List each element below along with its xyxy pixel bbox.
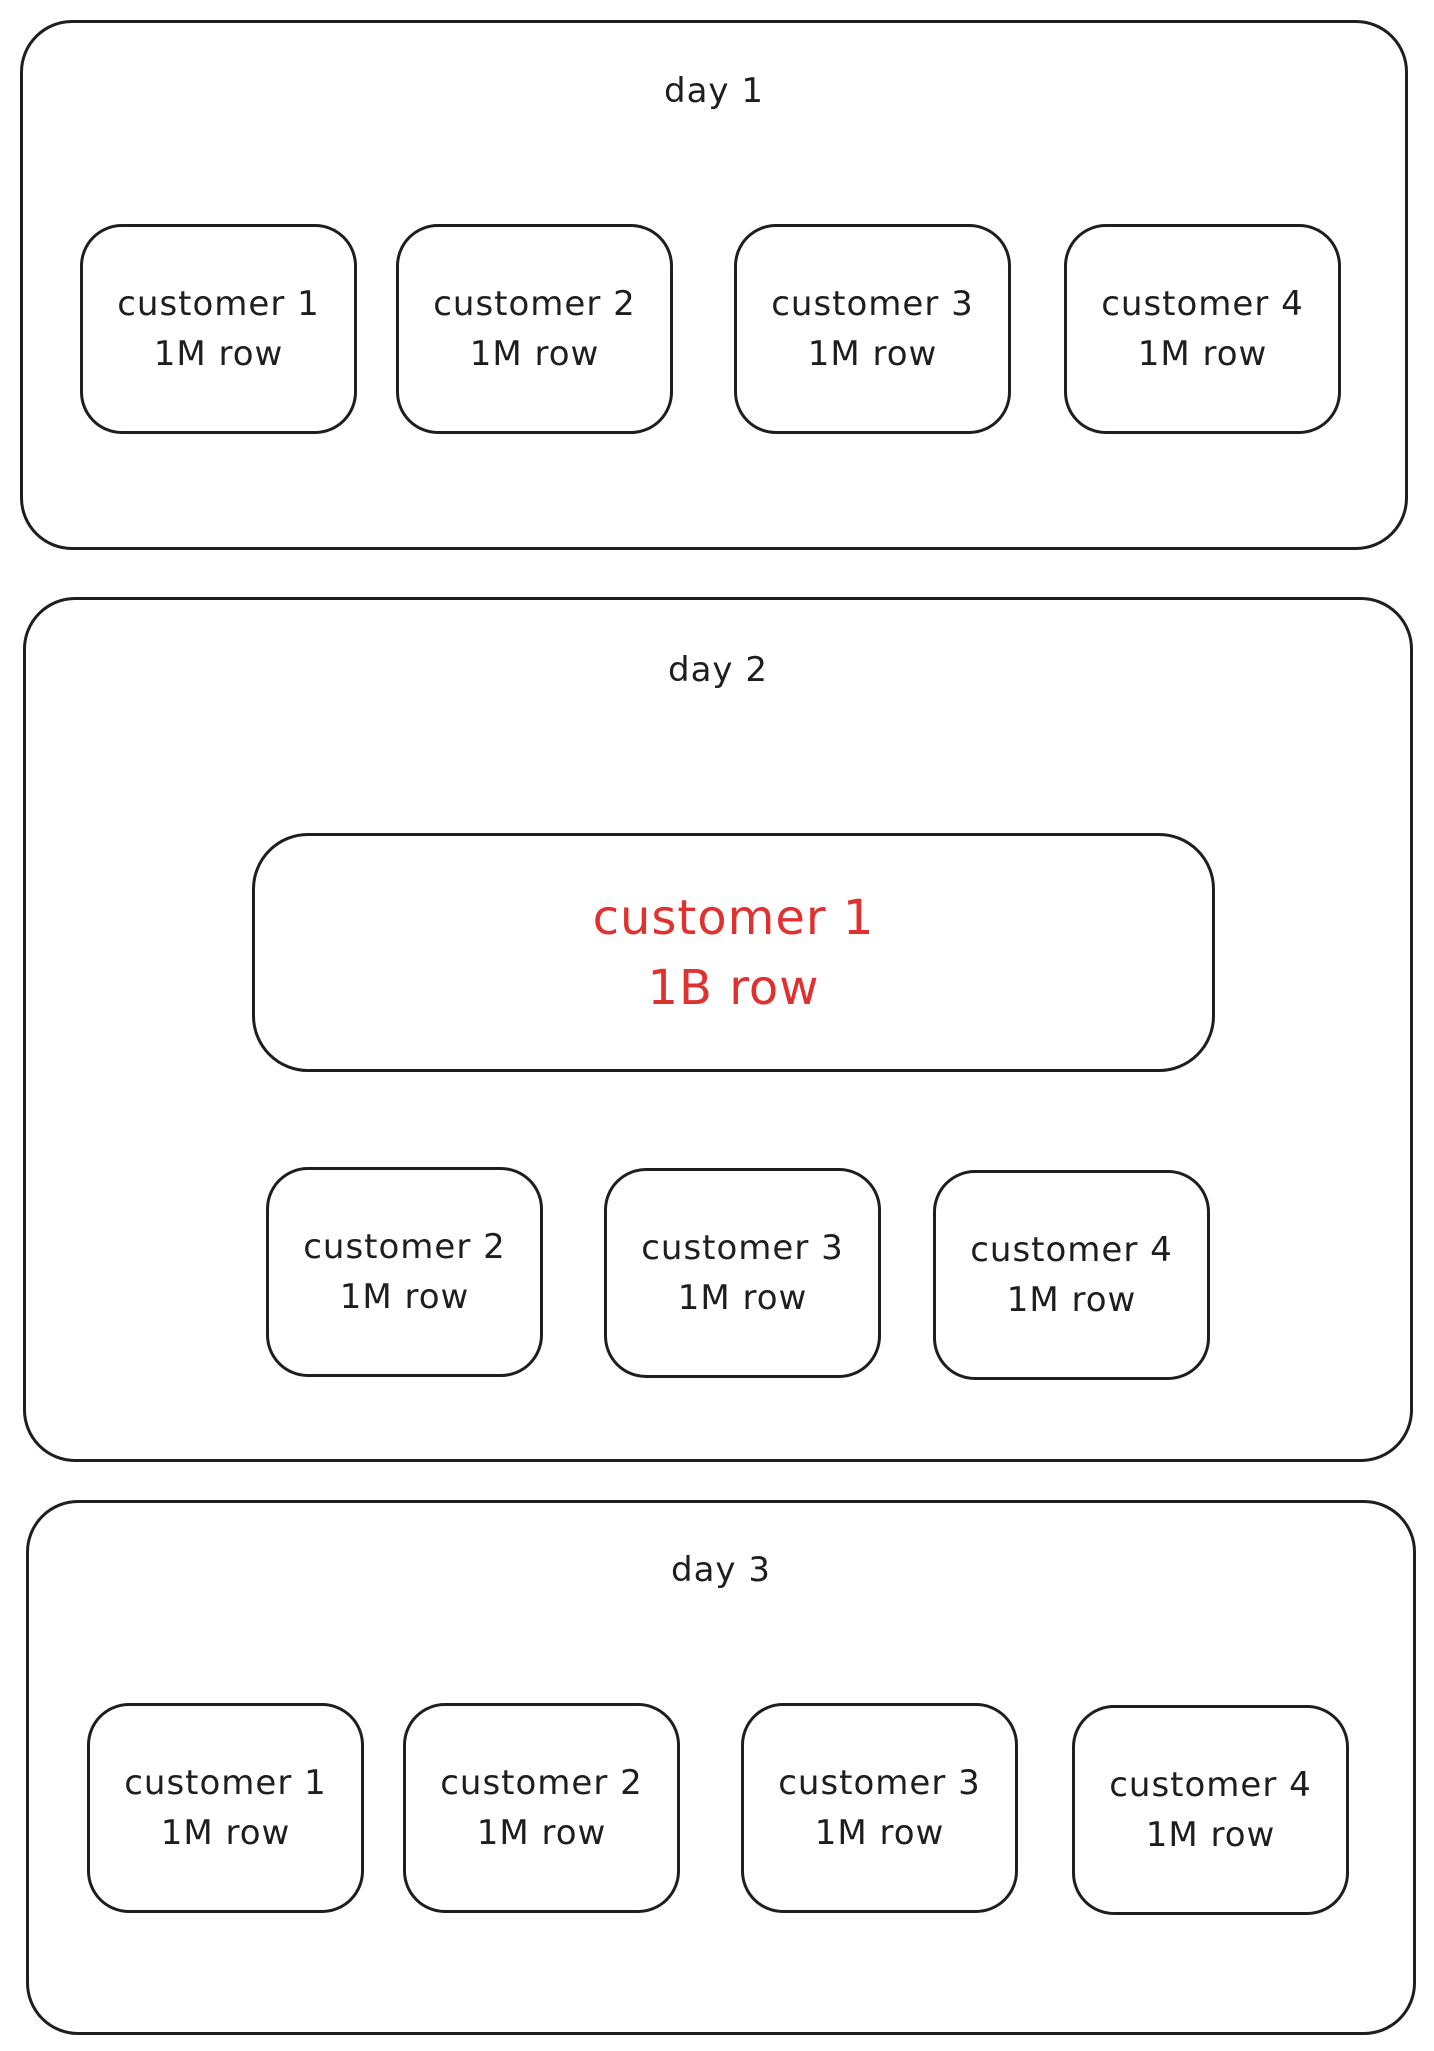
customer-name: customer 3: [771, 284, 974, 324]
highlight-customer-row-count: 1B row: [647, 959, 820, 1016]
day-1-title: day 1: [664, 71, 764, 111]
customer-name: customer 1: [124, 1763, 327, 1803]
customer-row-count: 1M row: [160, 1813, 291, 1853]
customer-name: customer 3: [778, 1763, 981, 1803]
customer-name: customer 4: [1109, 1765, 1312, 1805]
day-3-customer-1-box: customer 1 1M row: [87, 1703, 364, 1913]
customer-row-count: 1M row: [469, 334, 600, 374]
day-2-panel: day 2 customer 1 1B row customer 2 1M ro…: [23, 597, 1413, 1462]
customer-row-count: 1M row: [677, 1278, 808, 1318]
day-3-panel: day 3 customer 1 1M row customer 2 1M ro…: [26, 1500, 1416, 2035]
customer-row-count: 1M row: [1137, 334, 1268, 374]
day-3-customer-4-box: customer 4 1M row: [1072, 1705, 1349, 1915]
customer-row-count: 1M row: [476, 1813, 607, 1853]
customer-name: customer 3: [641, 1228, 844, 1268]
day-1-panel: day 1 customer 1 1M row customer 2 1M ro…: [20, 20, 1408, 550]
customer-name: customer 4: [970, 1230, 1173, 1270]
customer-row-count: 1M row: [153, 334, 284, 374]
day-3-customer-2-box: customer 2 1M row: [403, 1703, 680, 1913]
day-2-customer-4-box: customer 4 1M row: [933, 1170, 1210, 1380]
day-1-customer-2-box: customer 2 1M row: [396, 224, 673, 434]
customer-row-count: 1M row: [814, 1813, 945, 1853]
day-2-title: day 2: [668, 650, 768, 690]
customer-row-count: 1M row: [807, 334, 938, 374]
day-2-highlight-customer-box: customer 1 1B row: [252, 833, 1215, 1072]
customer-row-count: 1M row: [1145, 1815, 1276, 1855]
day-1-customer-4-box: customer 4 1M row: [1064, 224, 1341, 434]
customer-name: customer 4: [1101, 284, 1304, 324]
customer-row-count: 1M row: [1006, 1280, 1137, 1320]
customer-name: customer 2: [440, 1763, 643, 1803]
customer-name: customer 1: [117, 284, 320, 324]
day-2-customer-2-box: customer 2 1M row: [266, 1167, 543, 1377]
day-1-customer-3-box: customer 3 1M row: [734, 224, 1011, 434]
highlight-customer-name: customer 1: [592, 889, 875, 946]
day-3-title: day 3: [671, 1550, 771, 1590]
day-3-customer-3-box: customer 3 1M row: [741, 1703, 1018, 1913]
customer-row-count: 1M row: [339, 1277, 470, 1317]
customer-name: customer 2: [433, 284, 636, 324]
day-1-customer-1-box: customer 1 1M row: [80, 224, 357, 434]
customer-name: customer 2: [303, 1227, 506, 1267]
day-2-customer-3-box: customer 3 1M row: [604, 1168, 881, 1378]
